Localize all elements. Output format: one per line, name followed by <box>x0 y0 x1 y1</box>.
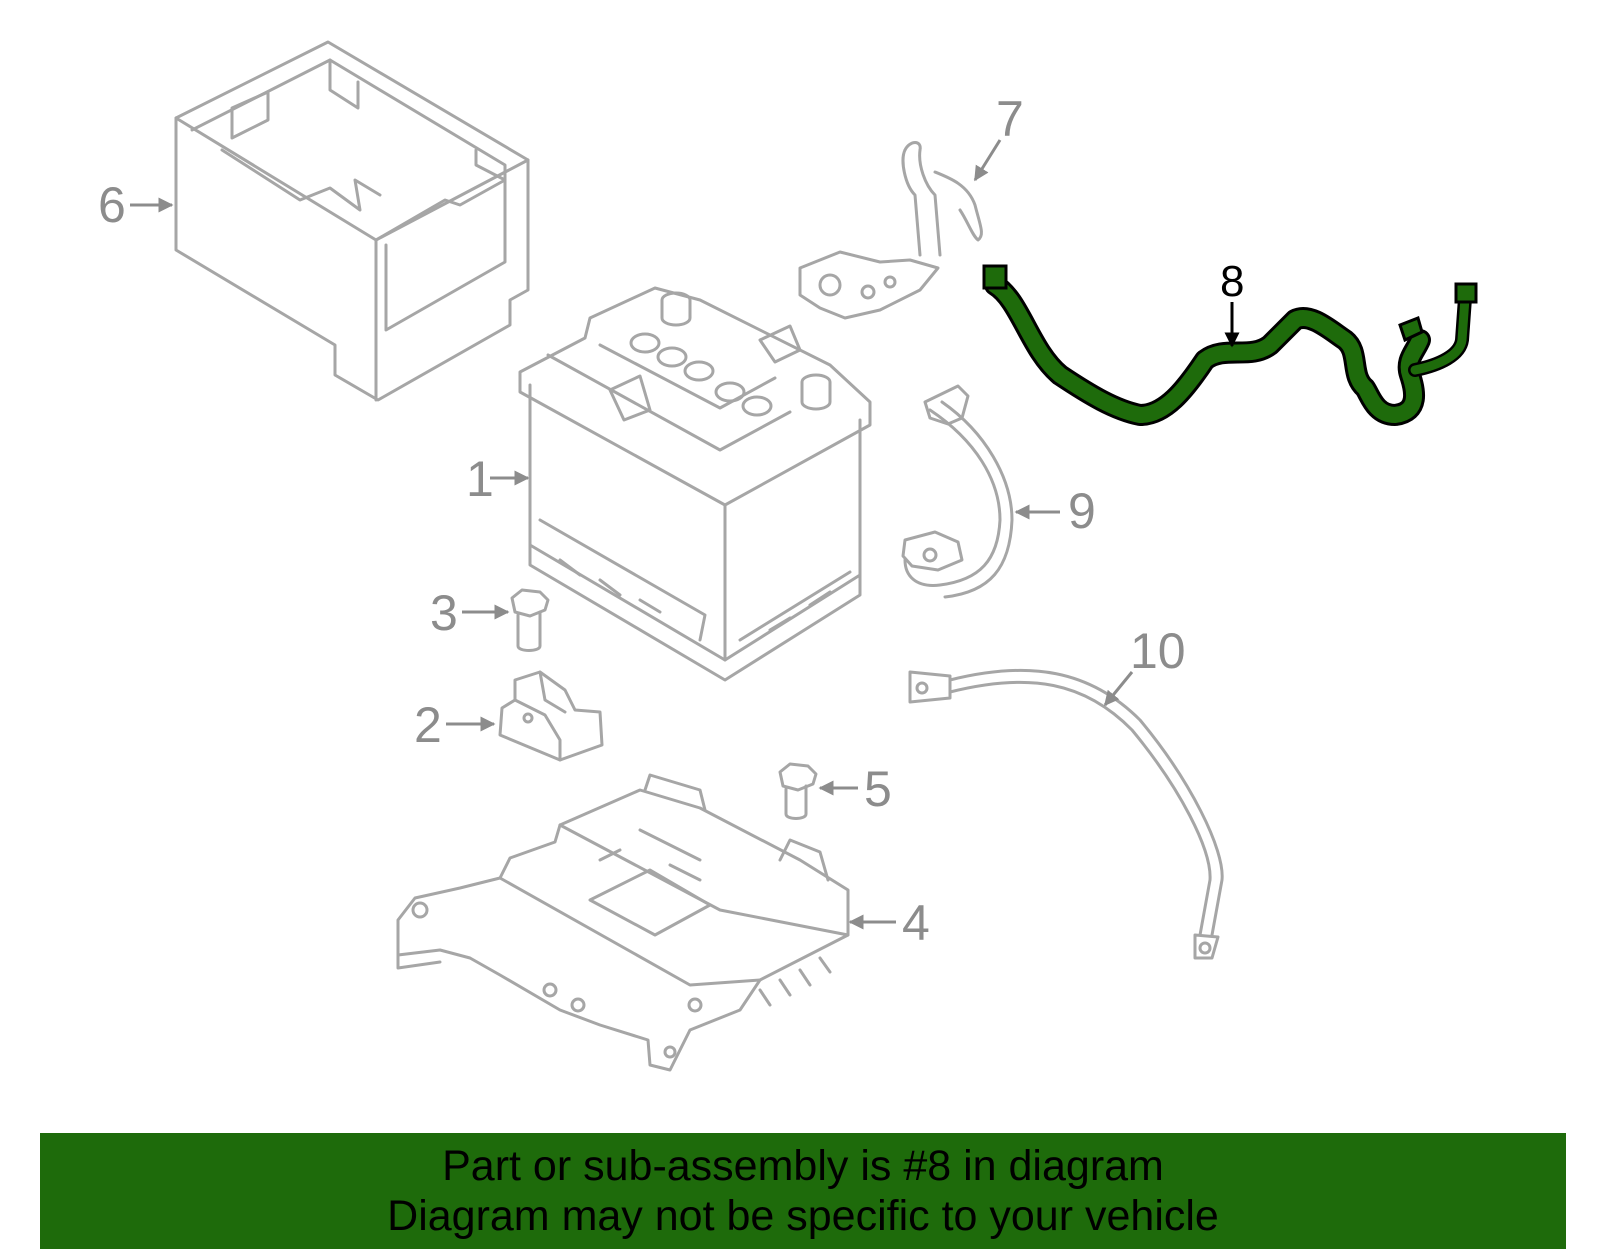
callout-8-label: 8 <box>1220 257 1244 306</box>
cable-harness-part-highlighted <box>982 264 1478 426</box>
callout-1: 1 <box>466 451 530 507</box>
battery-cover-part <box>174 40 530 402</box>
positive-terminal-part <box>798 141 983 320</box>
banner-line-2: Diagram may not be specific to your vehi… <box>387 1192 1219 1240</box>
callout-2-label: 2 <box>414 697 442 753</box>
info-banner: Part or sub-assembly is #8 in diagram Di… <box>40 1133 1566 1249</box>
callout-10-label: 10 <box>1130 623 1186 679</box>
callout-8: 8 <box>1220 257 1244 348</box>
battery-part <box>518 286 872 682</box>
callout-2: 2 <box>414 697 496 753</box>
callout-6: 6 <box>98 177 174 233</box>
callout-9: 9 <box>1014 483 1096 539</box>
callout-10: 10 <box>1103 623 1186 707</box>
callout-3: 3 <box>430 585 510 641</box>
banner-line-1: Part or sub-assembly is #8 in diagram <box>442 1142 1164 1190</box>
clamp-part <box>498 670 604 762</box>
callout-9-label: 9 <box>1068 483 1096 539</box>
battery-tray-part <box>396 773 850 1072</box>
callout-5: 5 <box>818 761 892 817</box>
callout-6-label: 6 <box>98 177 126 233</box>
callout-4-label: 4 <box>902 895 930 951</box>
callout-7: 7 <box>973 91 1024 182</box>
callout-1-label: 1 <box>466 451 494 507</box>
callout-5-label: 5 <box>864 761 892 817</box>
long-cable-part <box>908 668 1224 960</box>
ground-strap-part <box>901 384 1014 599</box>
callout-4: 4 <box>848 895 930 951</box>
bolt-3-part <box>510 588 550 652</box>
callout-7-label: 7 <box>996 91 1024 147</box>
callout-3-label: 3 <box>430 585 458 641</box>
bolt-5-part <box>778 762 818 820</box>
